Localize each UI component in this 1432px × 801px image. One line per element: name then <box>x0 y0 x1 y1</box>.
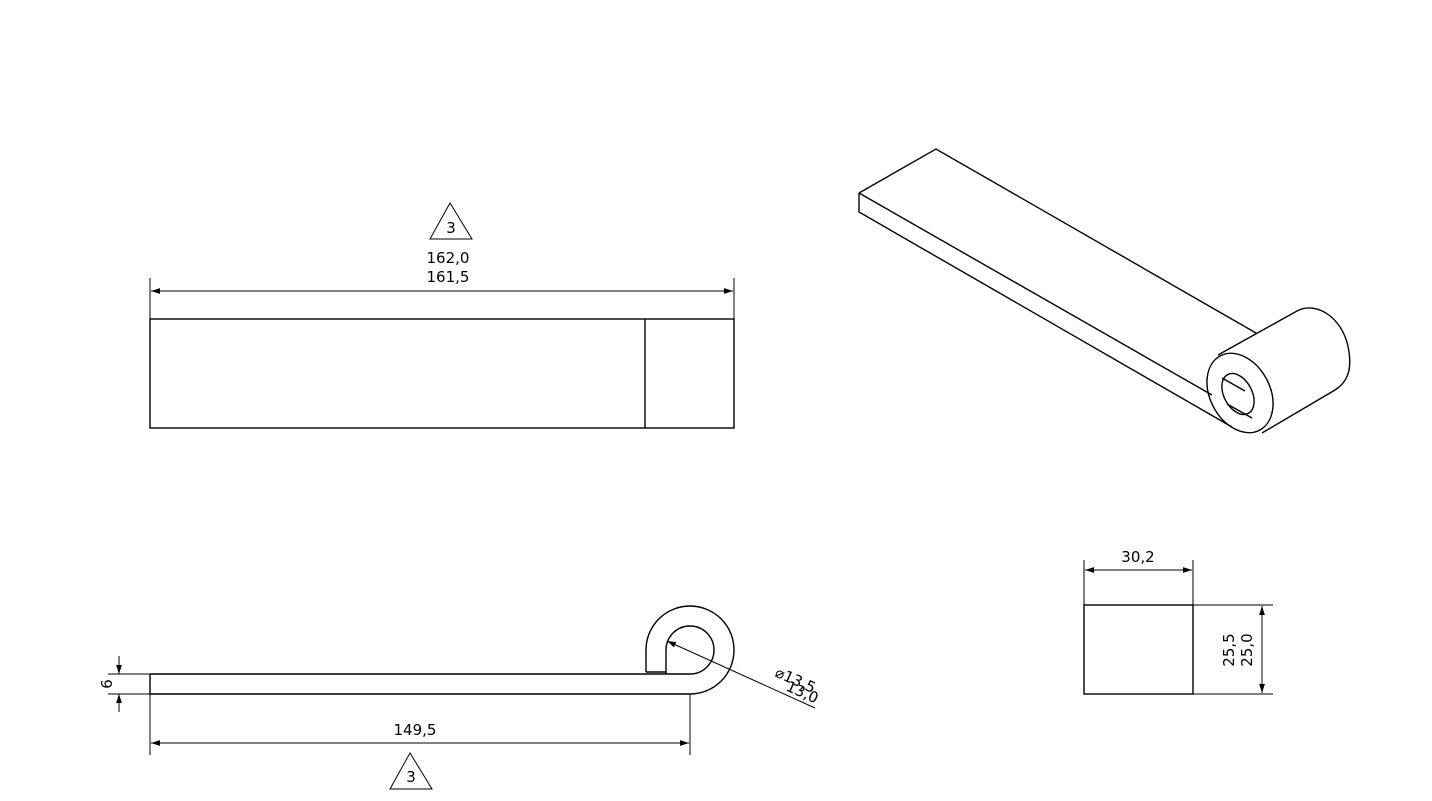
side-thickness-value: 6 <box>98 679 116 689</box>
iso-roll-end-inner <box>1221 372 1255 416</box>
end-view: 30,2 25,5 25,0 <box>1083 548 1273 695</box>
side-tolerance-note: 3 <box>406 768 416 786</box>
side-plate <box>149 674 690 695</box>
front-tolerance-note: 3 <box>446 219 456 237</box>
side-tolerance-triangle-icon: 3 <box>389 752 433 790</box>
iso-roll-end-outer <box>1206 352 1274 434</box>
side-view: 6 149,5 3 ⌀13,5 13,0 <box>98 605 821 790</box>
iso-plate-top <box>858 148 1257 334</box>
iso-plate-top-edge <box>858 192 1213 396</box>
end-view-outline <box>1083 604 1194 695</box>
side-diameter-leader <box>666 640 816 709</box>
iso-plate-front <box>858 193 1233 428</box>
side-curl-inner <box>665 625 715 675</box>
front-tolerance-triangle-icon: 3 <box>429 202 473 240</box>
front-length-min: 161,5 <box>427 268 470 286</box>
front-view: 162,0 161,5 3 <box>149 202 735 429</box>
side-curl-outer <box>645 605 735 695</box>
iso-roll-body <box>1217 307 1351 434</box>
front-length-max: 162,0 <box>427 249 470 267</box>
end-height-max: 25,5 <box>1220 633 1238 666</box>
end-width-value: 30,2 <box>1121 548 1154 566</box>
front-view-outline <box>149 318 735 429</box>
side-length-value: 149,5 <box>394 721 437 739</box>
iso-roll-inner-line <box>1221 377 1253 419</box>
end-height-min: 25,0 <box>1238 633 1256 666</box>
isometric-view <box>858 148 1351 434</box>
